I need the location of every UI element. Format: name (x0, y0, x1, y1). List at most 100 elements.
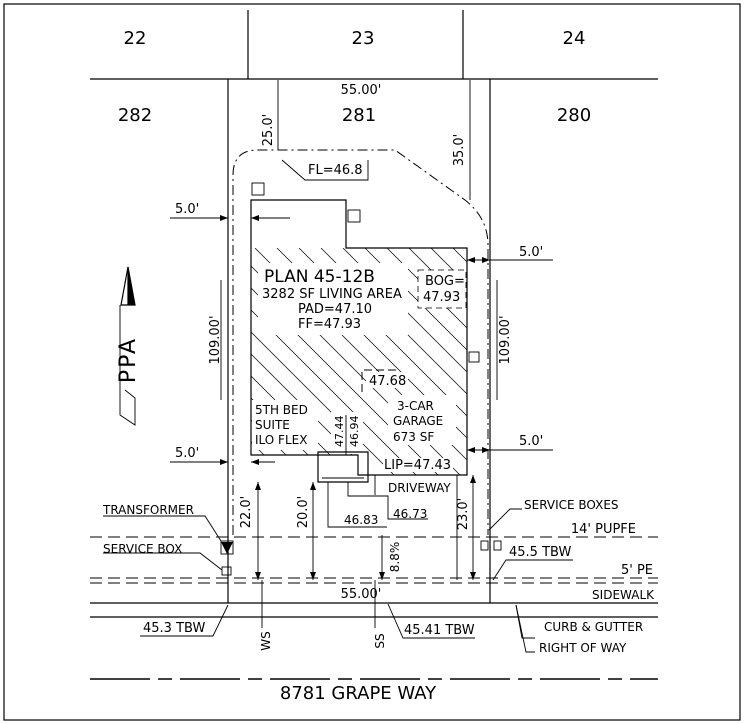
street-name: 8781 GRAPE WAY (280, 683, 437, 704)
elevation-left: 46.83 (344, 513, 378, 527)
plan-label-bg (258, 263, 408, 335)
north-arrow-icon (119, 266, 136, 426)
rear-right-setback-dimension: 35.0' (452, 134, 467, 167)
curb-leader (515, 604, 535, 639)
bog-label: BOG= (425, 274, 465, 289)
rear-width-dimension: 55.00' (341, 83, 382, 98)
pad-elevation: PAD=47.10 (298, 302, 372, 317)
tbw-center-leader (387, 603, 475, 639)
slope-arrowhead (379, 572, 385, 580)
lot-number-22: 22 (124, 28, 147, 49)
side-setback-lower-right-label: 5.0' (519, 434, 543, 449)
elevation-right: 46.73 (393, 507, 427, 521)
tbw-right-leader (492, 559, 573, 581)
side-setback-upper-right-label: 5.0' (519, 245, 543, 260)
lot-number-281: 281 (342, 105, 376, 126)
pe-label: 5' PE (621, 563, 653, 578)
hatch-line (251, 248, 266, 475)
suite-line-1: 5TH BED (255, 403, 308, 417)
transformer-label: TRANSFORMER (102, 503, 194, 517)
rear-lot-lines (90, 10, 658, 603)
lot-number-282: 282 (118, 105, 152, 126)
house-footprint (250, 199, 468, 476)
lip-bg (383, 458, 453, 472)
living-area: 3282 SF LIVING AREA (262, 287, 402, 302)
curb-label: CURB & GUTTER (544, 620, 643, 634)
sewer-service-label: SS (373, 633, 387, 648)
elevation-b: 46.94 (348, 416, 361, 448)
driveway-slope: 8.8% (388, 542, 402, 573)
utility-box-side (468, 351, 480, 363)
front-right-dimension (456, 475, 476, 580)
row-leader (515, 604, 535, 653)
transformer-icon (221, 542, 233, 554)
ff-elevation: FF=47.93 (298, 317, 361, 332)
tbw-left-leader (140, 604, 229, 637)
suite-line-3: ILO FLEX (255, 433, 307, 447)
row-label: RIGHT OF WAY (539, 641, 627, 655)
front-left-dimension (255, 482, 261, 580)
transformer-leader (103, 515, 222, 542)
suite-label-bg (252, 400, 318, 450)
tbw-left-label: 45.3 TBW (143, 621, 205, 636)
side-setback-lower-right (467, 447, 553, 453)
garage-line-3: 673 SF (393, 430, 434, 444)
rear-setback-dimension: 25.0' (261, 114, 276, 147)
lot-number-23: 23 (352, 28, 375, 49)
bog-elevation: 47.93 (423, 290, 460, 305)
elev-leader-left (327, 482, 387, 528)
service-box-right-2 (493, 540, 502, 551)
service-box-leader (103, 552, 223, 571)
right-depth-dimension: 109.00' (498, 315, 513, 364)
suite-line-2: SUITE (255, 418, 290, 432)
side-setback-upper-right (467, 257, 553, 263)
side-setback-upper-left-label: 5.0' (175, 202, 199, 217)
garage-elevation: 47.68 (369, 374, 406, 389)
lot-number-24: 24 (563, 28, 586, 49)
lip-elevation: LIP=47.43 (384, 458, 451, 473)
utility-box-rear (251, 182, 265, 196)
service-boxes-leader (488, 508, 522, 531)
left-depth-dimension: 109.00' (208, 315, 223, 364)
garage-line-2: GARAGE (393, 414, 443, 428)
garage-label-bg (388, 395, 456, 445)
service-box-right-1 (480, 540, 489, 551)
front-center-dimension (310, 482, 316, 580)
lot-number-280: 280 (557, 105, 591, 126)
elev-column-bg (331, 412, 363, 454)
water-service-label: WS (259, 631, 273, 650)
side-setback-lower-left (170, 459, 275, 465)
tbw-center-label: 45.41 TBW (404, 623, 475, 638)
north-arrow-label: PPA (116, 337, 141, 383)
elev-leader-right (347, 482, 428, 520)
front-right-label: 23.0' (456, 498, 471, 531)
garage-elev-bg (366, 372, 408, 388)
sidewalk-label: SIDEWALK (592, 588, 655, 602)
side-setback-lower-left-label: 5.0' (175, 446, 199, 461)
bog-box (417, 269, 467, 309)
fl-leader (281, 159, 369, 181)
pupfe-label: 14' PUPFE (571, 522, 636, 537)
porch (317, 451, 369, 483)
front-center-label: 20.0' (296, 496, 311, 529)
plan-name: PLAN 45-12B (264, 267, 375, 287)
garage-dash (361, 369, 400, 392)
fl-elevation: FL=46.8 (308, 163, 363, 178)
service-box-label: SERVICE BOX (103, 542, 182, 556)
backyard-boundary (232, 149, 489, 535)
drawing-border (3, 3, 741, 721)
side-setback-upper-left (170, 215, 290, 221)
elevation-a: 47.44 (333, 416, 346, 448)
utility-box-house (347, 209, 361, 223)
service-box-icon (221, 566, 232, 576)
hatch-line (0, 248, 221, 478)
front-width-dimension: 55.00' (341, 587, 382, 602)
hatch-line (251, 248, 420, 475)
garage-line-1: 3-CAR (397, 399, 434, 413)
driveway-label: DRIVEWAY (388, 481, 451, 495)
front-left-label: 22.0' (239, 496, 254, 529)
tbw-right-label: 45.5 TBW (509, 545, 571, 560)
transformer-pad (220, 540, 234, 555)
service-boxes-label: SERVICE BOXES (524, 498, 619, 512)
